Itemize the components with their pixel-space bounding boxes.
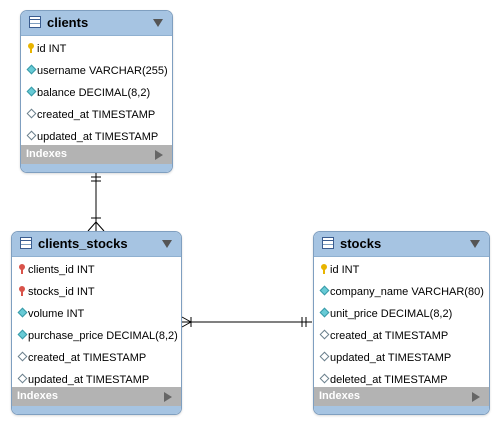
column-text: company_name VARCHAR(80) [330, 286, 484, 298]
column-text: updated_at TIMESTAMP [28, 374, 150, 386]
column-icon [319, 307, 330, 318]
column-text: stocks_id INT [28, 286, 95, 298]
column-text: id INT [330, 264, 360, 276]
nullable-column-icon [319, 373, 330, 384]
column-row[interactable]: updated_at TIMESTAMP [314, 348, 489, 370]
nullable-column-icon [26, 108, 37, 119]
column-row[interactable]: updated_at TIMESTAMP [21, 127, 172, 149]
table-name: clients [47, 15, 89, 30]
foreign-key-icon [19, 286, 25, 296]
column-text: balance DECIMAL(8,2) [37, 87, 151, 99]
nullable-column-icon [319, 329, 330, 340]
foreign-key-icon [19, 264, 25, 274]
collapse-triangle-icon[interactable] [162, 240, 172, 248]
column-row[interactable]: clients_id INT [12, 260, 181, 282]
table-header[interactable]: clients_stocks [12, 232, 181, 257]
column-list: clients_id INT stocks_id INT volume INT … [12, 257, 181, 392]
column-icon [17, 307, 28, 318]
column-row[interactable]: volume INT [12, 304, 181, 326]
nullable-column-icon [17, 351, 28, 362]
table-header[interactable]: stocks [314, 232, 489, 257]
relationship-stocks-clients-stocks[interactable] [181, 316, 312, 328]
indexes-label: Indexes [319, 390, 360, 402]
column-list: id INT username VARCHAR(255) balance DEC… [21, 36, 172, 149]
column-row[interactable]: id INT [314, 260, 489, 282]
collapse-triangle-icon[interactable] [470, 240, 480, 248]
expand-triangle-icon[interactable] [164, 392, 172, 402]
indexes-label: Indexes [17, 390, 58, 402]
indexes-bar[interactable]: Indexes [21, 145, 172, 165]
column-row[interactable]: unit_price DECIMAL(8,2) [314, 304, 489, 326]
column-row[interactable]: created_at TIMESTAMP [314, 326, 489, 348]
nullable-column-icon [17, 373, 28, 384]
table-name: stocks [340, 236, 382, 251]
column-text: id INT [37, 43, 67, 55]
column-text: purchase_price DECIMAL(8,2) [28, 330, 178, 342]
column-icon [26, 64, 37, 75]
table-clients[interactable]: clients id INT username VARCHAR(255) bal… [20, 10, 173, 173]
column-row[interactable]: balance DECIMAL(8,2) [21, 83, 172, 105]
column-text: created_at TIMESTAMP [330, 330, 449, 342]
collapse-triangle-icon[interactable] [153, 19, 163, 27]
column-text: clients_id INT [28, 264, 95, 276]
indexes-label: Indexes [26, 148, 67, 160]
nullable-column-icon [319, 351, 330, 362]
column-icon [17, 329, 28, 340]
expand-triangle-icon[interactable] [155, 150, 163, 160]
column-text: updated_at TIMESTAMP [330, 352, 452, 364]
table-icon [322, 237, 334, 249]
column-text: volume INT [28, 308, 85, 320]
table-footer [12, 406, 181, 414]
relationship-clients-clients-stocks[interactable] [87, 172, 105, 232]
column-row[interactable]: created_at TIMESTAMP [12, 348, 181, 370]
table-header[interactable]: clients [21, 11, 172, 36]
column-icon [26, 86, 37, 97]
indexes-bar[interactable]: Indexes [12, 387, 181, 407]
column-row[interactable]: created_at TIMESTAMP [21, 105, 172, 127]
expand-triangle-icon[interactable] [472, 392, 480, 402]
column-row[interactable]: deleted_at TIMESTAMP [314, 370, 489, 392]
primary-key-icon [28, 43, 34, 53]
column-row[interactable]: purchase_price DECIMAL(8,2) [12, 326, 181, 348]
column-text: unit_price DECIMAL(8,2) [330, 308, 453, 320]
table-footer [21, 164, 172, 172]
column-text: created_at TIMESTAMP [37, 109, 156, 121]
column-row[interactable]: stocks_id INT [12, 282, 181, 304]
nullable-column-icon [26, 130, 37, 141]
indexes-bar[interactable]: Indexes [314, 387, 489, 407]
column-text: updated_at TIMESTAMP [37, 131, 159, 143]
column-row[interactable]: updated_at TIMESTAMP [12, 370, 181, 392]
primary-key-icon [321, 264, 327, 274]
table-footer [314, 406, 489, 414]
column-icon [319, 285, 330, 296]
column-list: id INT company_name VARCHAR(80) unit_pri… [314, 257, 489, 392]
column-text: deleted_at TIMESTAMP [330, 374, 448, 386]
column-row[interactable]: id INT [21, 39, 172, 61]
table-icon [29, 16, 41, 28]
column-text: username VARCHAR(255) [37, 65, 168, 77]
column-row[interactable]: company_name VARCHAR(80) [314, 282, 489, 304]
column-text: created_at TIMESTAMP [28, 352, 147, 364]
table-name: clients_stocks [38, 236, 128, 251]
column-row[interactable]: username VARCHAR(255) [21, 61, 172, 83]
table-icon [20, 237, 32, 249]
table-stocks[interactable]: stocks id INT company_name VARCHAR(80) u… [313, 231, 490, 415]
table-clients-stocks[interactable]: clients_stocks clients_id INT stocks_id … [11, 231, 182, 415]
